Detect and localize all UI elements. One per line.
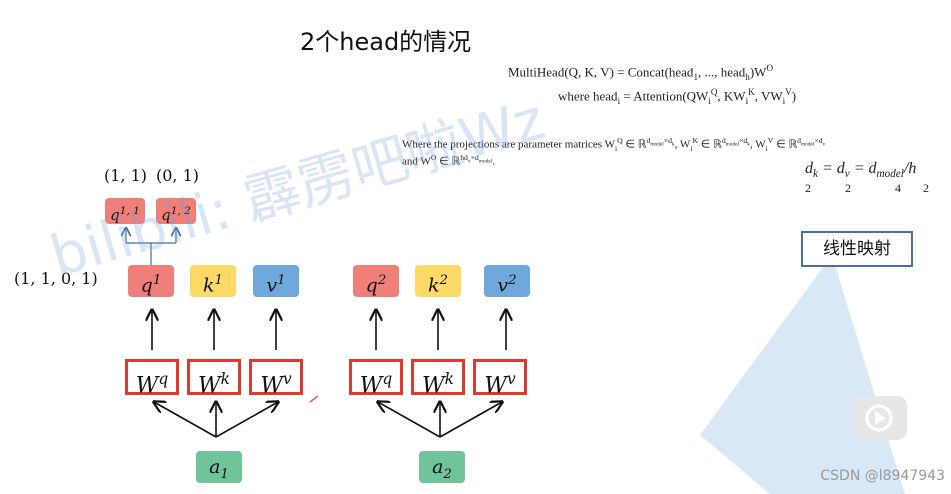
a1-box: a1 bbox=[196, 451, 242, 483]
head1-wk-box: Wk bbox=[187, 359, 241, 398]
head1-split-label-2: (0, 1) bbox=[156, 166, 200, 185]
where-head-formula: where headi = Attention(QWiQ, KWiK, VWiV… bbox=[558, 87, 797, 106]
head2-wv-box: Wv bbox=[473, 359, 527, 398]
head1-input-vector: (1, 1, 0, 1) bbox=[14, 269, 98, 288]
v2-box: v2 bbox=[484, 265, 530, 297]
footer-credit: CSDN @l8947943 bbox=[820, 468, 945, 484]
play-triangle-icon bbox=[865, 404, 893, 432]
q2-box: q2 bbox=[353, 265, 399, 297]
multihead-formula: MultiHead(Q, K, V) = Concat(head1, ..., … bbox=[508, 63, 774, 82]
v1-box: v1 bbox=[253, 265, 299, 297]
dk-dv-formula: dk = dv = dmodel/h bbox=[805, 160, 917, 181]
q1-box: q1 bbox=[128, 265, 174, 297]
head2-wq-box: Wq bbox=[349, 359, 403, 398]
k1-box: k1 bbox=[190, 265, 236, 297]
a2-box: a2 bbox=[419, 451, 465, 483]
projections-formula-line2: and WO ∈ ℝhdv×dmodel. bbox=[402, 153, 495, 168]
projections-formula-line1: Where the projections are parameter matr… bbox=[402, 136, 826, 153]
q11-box: q1, 1 bbox=[105, 198, 145, 224]
head1-wq-box: Wq bbox=[125, 359, 179, 398]
page-title: 2个head的情况 bbox=[300, 28, 472, 56]
play-button-icon[interactable] bbox=[851, 396, 907, 440]
q12-box: q1, 2 bbox=[156, 198, 196, 224]
head1-split-label-1: (1, 1) bbox=[104, 166, 148, 185]
dims-row: 2 2 4 2 bbox=[805, 181, 929, 195]
head1-wv-box: Wv bbox=[249, 359, 303, 398]
head2-wk-box: Wk bbox=[411, 359, 465, 398]
k2-box: k2 bbox=[415, 265, 461, 297]
linear-projection-box: 线性映射 bbox=[801, 231, 913, 267]
